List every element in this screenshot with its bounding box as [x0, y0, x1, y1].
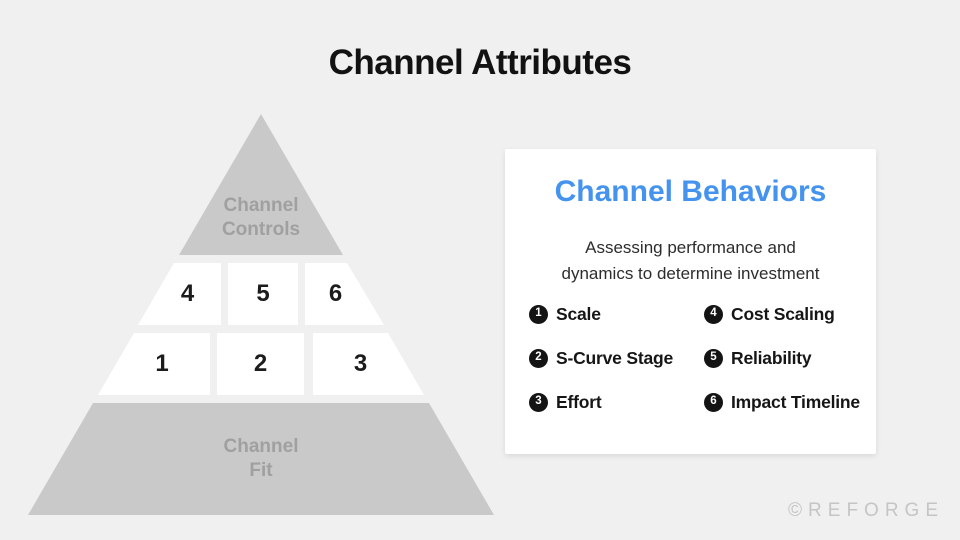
item-label: Reliability: [731, 347, 812, 368]
number-badge-6: 6: [704, 392, 723, 412]
pyramid-cell-6: 6: [305, 263, 384, 325]
list-item-cost-scaling: 4 Cost Scaling: [704, 304, 860, 325]
card-title: Channel Behaviors: [554, 175, 827, 208]
list-item-impact-timeline: 6 Impact Timeline: [704, 392, 860, 413]
pyramid-cell-2: 2: [217, 333, 304, 395]
pyramid-top-label: Channel Controls: [221, 195, 301, 240]
pyramid-base-channel-fit: Channel Fit: [28, 403, 494, 515]
item-label: Impact Timeline: [731, 391, 860, 412]
reforge-watermark: ©REFORGE: [788, 500, 944, 521]
pyramid-top-channel-controls: Channel Controls: [179, 114, 343, 255]
list-item-effort: 3 Effort: [529, 392, 704, 413]
list-item-reliability: 5 Reliability: [704, 348, 860, 369]
pyramid-cell-5: 5: [228, 263, 298, 325]
list-item-scale: 1 Scale: [529, 304, 704, 325]
pyramid-base-label: Channel Fit: [223, 436, 299, 481]
item-label: S-Curve Stage: [556, 347, 674, 368]
page-title: Channel Attributes: [328, 43, 632, 83]
number-badge-1: 1: [529, 304, 548, 324]
number-badge-4: 4: [704, 304, 723, 324]
pyramid-cell-4: 4: [138, 263, 221, 325]
pyramid-cell-3: 3: [313, 333, 424, 395]
item-label: Cost Scaling: [731, 303, 835, 324]
channel-behaviors-card: Channel Behaviors Assessing performance …: [505, 149, 876, 454]
item-label: Scale: [556, 303, 601, 324]
pyramid-cell-1: 1: [98, 333, 210, 395]
card-subtitle: Assessing performance and dynamics to de…: [561, 238, 820, 283]
number-badge-2: 2: [529, 348, 548, 368]
list-item-s-curve-stage: 2 S-Curve Stage: [529, 348, 704, 369]
number-badge-3: 3: [529, 392, 548, 412]
item-label: Effort: [556, 391, 602, 412]
number-badge-5: 5: [704, 348, 723, 368]
behavior-list: 1 Scale 2 S-Curve Stage 3 Effort 4 Cost …: [529, 303, 860, 413]
